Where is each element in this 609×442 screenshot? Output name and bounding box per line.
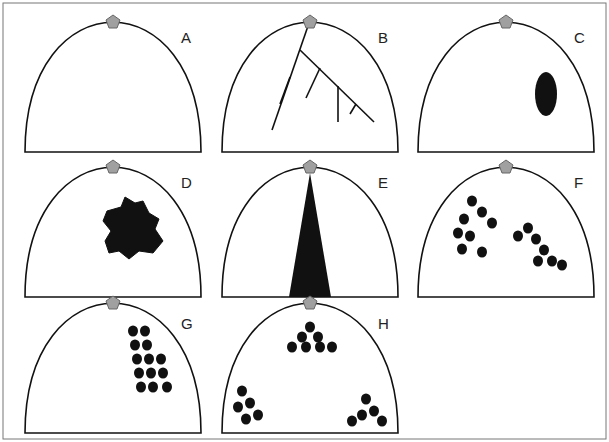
panel-letter: C <box>574 30 585 45</box>
panel-letter: D <box>181 175 192 190</box>
panel-letter: F <box>574 175 583 190</box>
panel-letter: A <box>181 30 191 45</box>
panel-letter: E <box>378 175 388 190</box>
panel-letter: G <box>181 316 193 331</box>
panel-letter: B <box>378 30 388 45</box>
panel-letter: H <box>378 316 389 331</box>
